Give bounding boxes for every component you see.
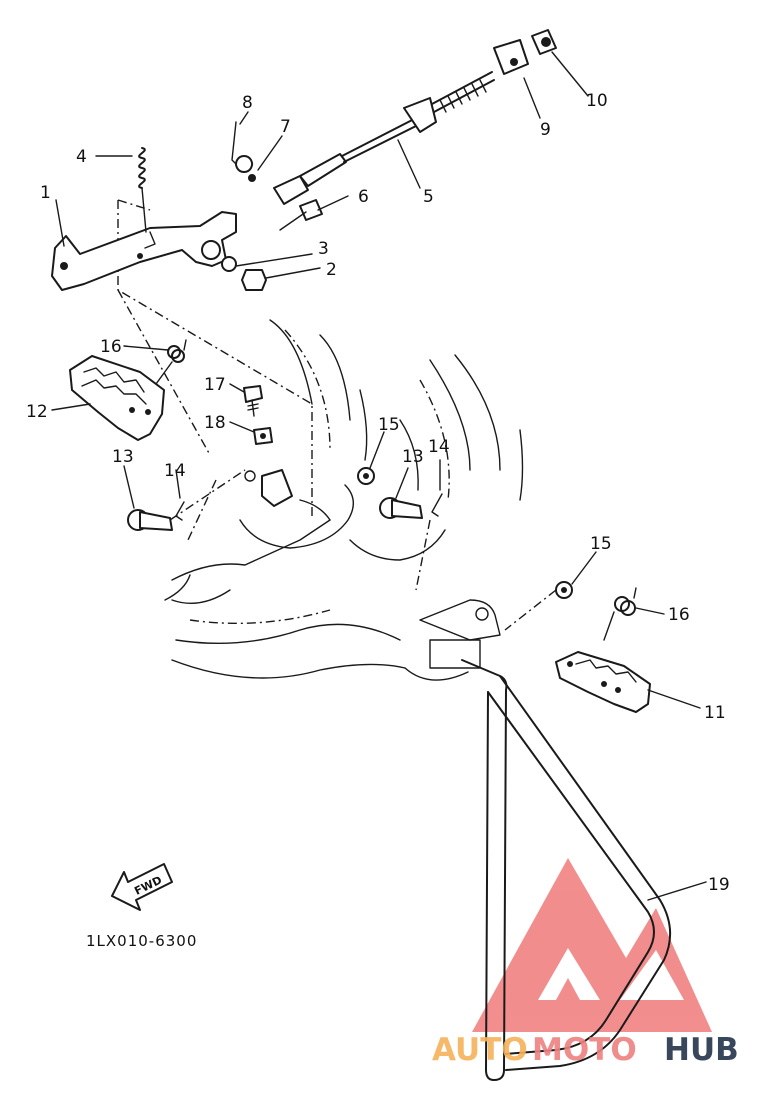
cotter-pin-right <box>431 493 443 517</box>
callout-2: 2 <box>326 260 337 280</box>
callout-15-left: 15 <box>378 415 400 435</box>
callout-14-left: 14 <box>164 461 186 481</box>
callout-18: 18 <box>204 413 226 433</box>
brake-rod <box>299 71 495 187</box>
callout-19: 19 <box>708 875 730 895</box>
callout-11: 11 <box>704 703 726 723</box>
callout-13-left: 13 <box>112 447 134 467</box>
watermark-hub: HUB <box>664 1032 739 1068</box>
footrest-spring-right <box>603 587 637 641</box>
frame-outline <box>117 199 557 681</box>
pivot-bolt <box>221 256 267 291</box>
callout-5: 5 <box>423 187 434 207</box>
brake-pedal <box>51 211 237 291</box>
callout-12: 12 <box>26 402 48 422</box>
callout-1: 1 <box>40 183 51 203</box>
return-spring <box>138 147 147 233</box>
footrest-spring-left <box>155 339 187 385</box>
right-footrest <box>555 651 651 713</box>
watermark-text: AUTO MOTO HUB <box>432 1032 739 1068</box>
callout-7: 7 <box>280 117 291 137</box>
cotter-pin-left <box>175 501 185 521</box>
bolt-17 <box>243 385 263 417</box>
callout-17: 17 <box>204 375 226 395</box>
callout-16-left: 16 <box>100 337 122 357</box>
drawing-code: 1LX010-6300 <box>86 932 197 950</box>
nut-18 <box>253 427 273 445</box>
callout-3: 3 <box>318 239 329 259</box>
callout-14-right: 14 <box>428 437 450 457</box>
forward-arrow-icon: FWD <box>111 863 173 911</box>
leader-lines <box>51 51 707 901</box>
washer-left <box>357 467 375 485</box>
callout-16-right: 16 <box>668 605 690 625</box>
watermark-logo-outer <box>472 858 712 1032</box>
callout-4: 4 <box>76 147 87 167</box>
side-stand <box>461 659 672 1081</box>
callout-8: 8 <box>242 93 253 113</box>
callout-13-right: 13 <box>402 447 424 467</box>
watermark-logo <box>472 858 712 1032</box>
callout-9: 9 <box>540 120 551 140</box>
callout-10: 10 <box>586 91 608 111</box>
watermark-auto: AUTO <box>432 1032 528 1068</box>
rod-adjuster <box>493 29 557 75</box>
footrest-pin-right <box>379 497 423 519</box>
left-footrest <box>69 355 165 441</box>
callout-labels: 1 2 3 4 5 6 7 8 9 10 11 12 13 13 14 14 1… <box>26 91 730 895</box>
callout-6: 6 <box>358 187 369 207</box>
callout-15-right: 15 <box>590 534 612 554</box>
clevis-parts <box>231 121 323 231</box>
footrest-pin-left <box>127 509 173 531</box>
washer-right <box>555 581 573 599</box>
pedal-bracket <box>244 469 489 621</box>
watermark-moto: MOTO <box>532 1032 637 1068</box>
